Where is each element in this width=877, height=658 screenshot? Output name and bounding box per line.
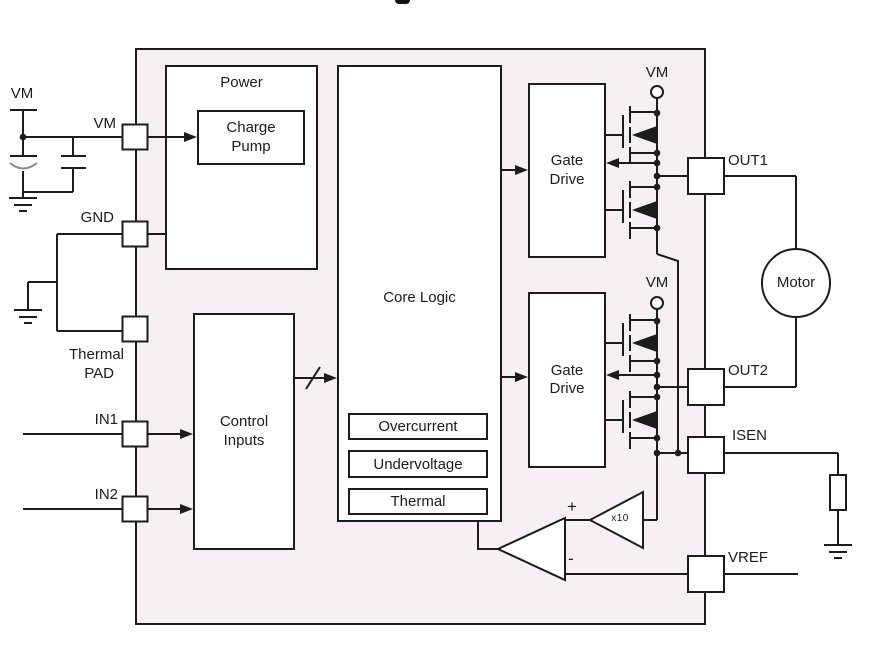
gate-drive-bottom-label-line2: Drive: [549, 380, 585, 397]
thermal-pad-label-line2: PAD: [84, 365, 114, 382]
undervoltage-monitor-block: Undervoltage: [348, 450, 488, 478]
overcurrent-label: Overcurrent: [378, 418, 458, 435]
thermal-monitor-label: Thermal: [390, 493, 446, 510]
power-block-label: Power: [220, 74, 263, 91]
gate-drive-block-bottom: Gate Drive: [528, 292, 606, 468]
control-inputs-label-line2: Inputs: [223, 431, 265, 449]
comparator-plus-label: +: [567, 497, 577, 516]
gnd-pin-label: GND: [80, 209, 114, 226]
gate-drive-block-top: Gate Drive: [528, 83, 606, 258]
core-logic-label: Core Logic: [383, 289, 456, 306]
isen-pin-label: ISEN: [732, 427, 768, 444]
electrolytic-cap-curved-plate: [9, 162, 38, 170]
x10-gain-label: x10: [611, 513, 629, 524]
overcurrent-monitor-block: Overcurrent: [348, 413, 488, 440]
in1-pin-label: IN1: [94, 411, 118, 428]
in2-pin-label: IN2: [94, 486, 118, 503]
out1-pin-label: OUT1: [728, 152, 769, 169]
gate-drive-top-label-line2: Drive: [549, 170, 585, 188]
cropped-title-text-fragment: [395, 0, 410, 4]
ground-symbol: [13, 309, 43, 324]
vm-pin-label: VM: [93, 115, 117, 132]
thermal-monitor-block: Thermal: [348, 488, 488, 515]
gate-drive-bottom-label-line1: Gate: [550, 361, 584, 379]
out2-pin-label: OUT2: [728, 362, 769, 379]
vm-supply-label: VM: [10, 85, 34, 102]
ground-symbol: [8, 197, 38, 212]
ground-symbol: [823, 544, 853, 559]
gate-drive-top-label-line1: Gate: [550, 152, 584, 170]
charge-pump-block: Charge Pump: [197, 110, 305, 165]
vm-bridge2-label: VM: [645, 274, 669, 291]
control-inputs-block: Control Inputs: [193, 313, 295, 550]
vm-bridge1-label: VM: [645, 64, 669, 81]
motor-label: Motor: [776, 274, 816, 291]
comparator-minus-label: -: [568, 549, 574, 568]
core-logic-block: Core Logic: [337, 65, 502, 522]
vref-pin-label: VREF: [728, 549, 769, 566]
charge-pump-label-line1: Charge: [226, 119, 276, 137]
control-inputs-label-line1: Control: [219, 413, 269, 431]
power-block: Power: [165, 65, 318, 270]
sense-resistor: [829, 474, 847, 511]
charge-pump-label-line2: Pump: [231, 137, 271, 155]
undervoltage-label: Undervoltage: [373, 455, 463, 473]
thermal-pad-label-line1: Thermal: [68, 346, 124, 363]
